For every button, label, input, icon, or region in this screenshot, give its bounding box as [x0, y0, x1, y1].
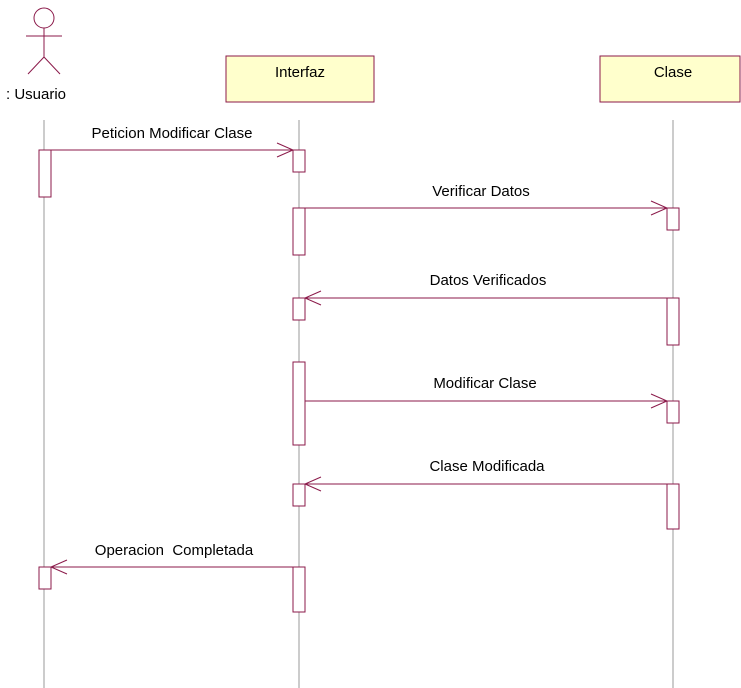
activation-clase-1: [666, 207, 680, 231]
activation-interfaz-3: [292, 297, 306, 321]
object-label-interfaz: Interfaz: [275, 64, 325, 81]
message-label-1: Peticion Modificar Clase: [92, 125, 253, 142]
arrow-right-icon: [650, 200, 669, 216]
activation-clase-2: [666, 297, 680, 346]
actor-head-icon: [33, 7, 55, 29]
activation-interfaz-5: [292, 483, 306, 507]
arrow-left-icon: [49, 559, 68, 575]
actor-label: : Usuario: [6, 86, 66, 103]
actor-usuario: [26, 7, 62, 75]
actor-right-leg: [43, 56, 61, 75]
activation-interfaz-2: [292, 207, 306, 256]
activation-clase-3: [666, 400, 680, 424]
object-box-clase: [599, 55, 741, 103]
object-clase: Clase: [599, 55, 741, 103]
arrow-right-icon: [276, 142, 295, 158]
object-box-interfaz: [225, 55, 375, 103]
message-label-2: Verificar Datos: [432, 183, 530, 200]
message-label-5: Clase Modificada: [429, 458, 545, 475]
activation-interfaz-4: [292, 361, 306, 446]
arrow-left-icon: [303, 290, 322, 306]
activation-interfaz-1: [292, 149, 306, 173]
message-label-3: Datos Verificados: [430, 272, 547, 289]
arrow-right-icon: [650, 393, 669, 409]
object-interfaz: Interfaz: [225, 55, 375, 103]
arrow-left-icon: [303, 476, 322, 492]
activation-interfaz-6: [292, 566, 306, 613]
actor-left-leg: [27, 56, 45, 75]
object-label-clase: Clase: [654, 64, 692, 81]
message-label-6: Operacion Completada: [95, 542, 254, 559]
activation-usuario-1: [38, 149, 52, 198]
message-label-4: Modificar Clase: [433, 375, 536, 392]
activation-usuario-2: [38, 566, 52, 590]
activation-clase-4: [666, 483, 680, 530]
